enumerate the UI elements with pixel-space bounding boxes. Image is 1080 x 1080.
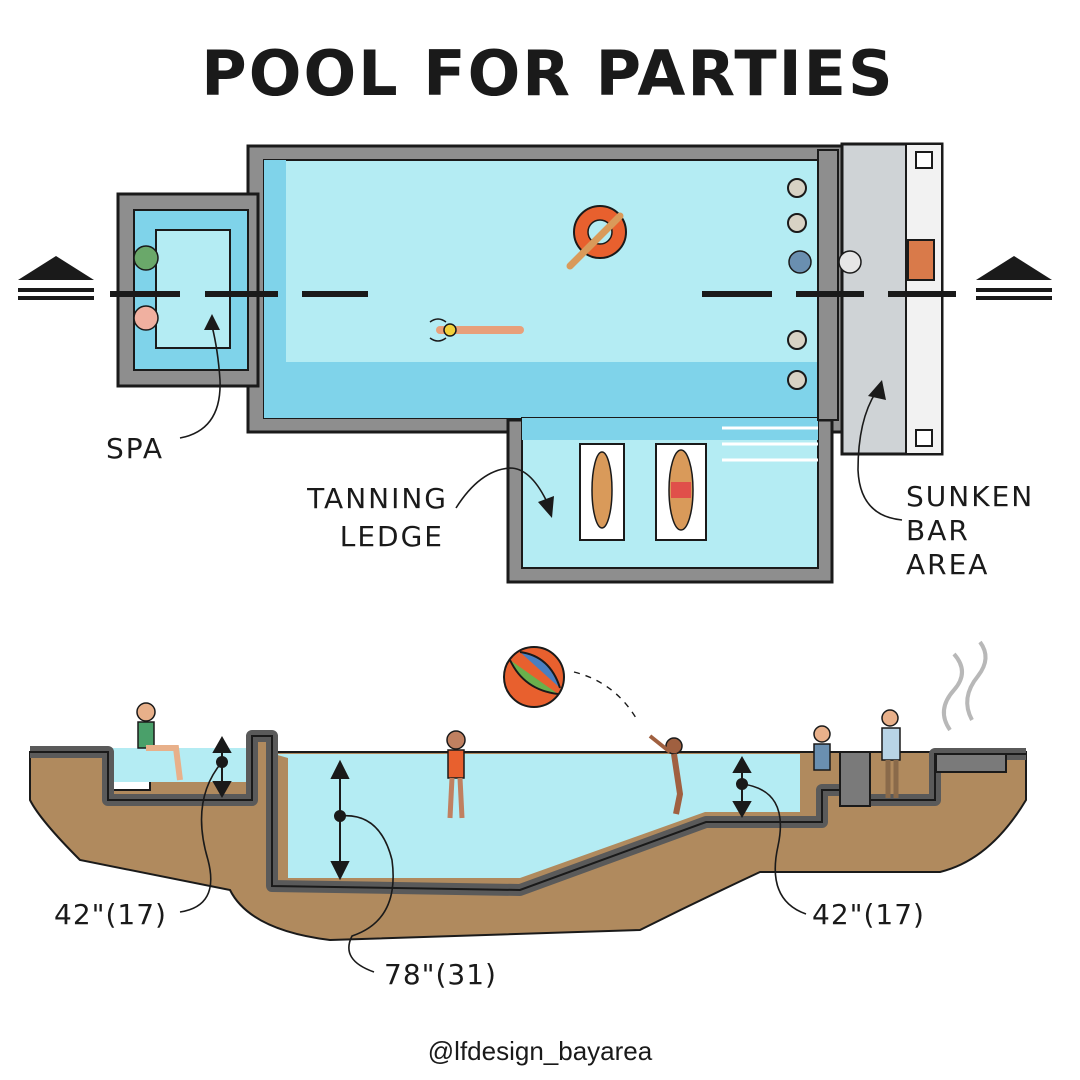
pool-standing-person [446, 730, 466, 819]
spa-depth-leader [179, 761, 223, 913]
plan-view: SPA TANNING LEDGE SUNKEN BAR AREA [18, 142, 1052, 584]
bar-counter [905, 143, 943, 455]
main-pool-shade-left [264, 160, 286, 418]
tanning-ledge-label-1: TANNING [306, 482, 448, 515]
spa-label: SPA [106, 432, 164, 465]
diagram-title: POOL FOR PARTIES [201, 37, 894, 110]
credit-handle: @lfdesign_bayarea [428, 1036, 653, 1066]
bar-box-top [915, 151, 933, 169]
swimmer [429, 318, 524, 342]
tanning-leader [455, 467, 547, 509]
tanning-loungers [579, 443, 707, 541]
bar-grill-icon [907, 239, 935, 281]
spa-sitting-person [136, 702, 183, 781]
sunken-bar-label-1: SUNKEN [906, 480, 1034, 513]
spa-person-top [133, 245, 159, 271]
spa-leader [179, 325, 221, 439]
sunken-bar-label-3: AREA [906, 548, 989, 581]
bar-box-bottom [915, 429, 933, 447]
tanning-arrowhead-icon [538, 496, 554, 518]
spa-arrowhead-icon [204, 314, 220, 330]
bartender [838, 250, 862, 274]
bar-leader [857, 391, 903, 521]
section-marker-right-icon [976, 256, 1052, 300]
tanning-ledge-label-2: LEDGE [340, 520, 444, 553]
bar-stools [787, 178, 807, 390]
bartender-standing [881, 709, 901, 798]
section-grill [935, 753, 1007, 773]
bar-arrowhead-icon [868, 380, 886, 400]
section-view: 42"(17) 78"(31) 42"(17) [29, 640, 1027, 991]
bar-person [788, 250, 812, 274]
deep-depth-label: 78"(31) [384, 958, 497, 991]
spa-bench [155, 229, 231, 349]
grill-smoke-icon [942, 640, 988, 732]
sunbather-left [591, 451, 613, 529]
bar-seated-person [813, 725, 831, 771]
ball-throwing-person [648, 734, 684, 815]
bar-wall [817, 149, 839, 421]
spa-person-bottom [133, 305, 159, 331]
pool-shell-outline [30, 735, 1026, 892]
section-bar-counter [839, 751, 871, 807]
bar-depth-label: 42"(17) [812, 898, 925, 931]
tanning-ledge-shade [522, 418, 818, 440]
section-water [274, 754, 800, 878]
deep-depth-leader [339, 814, 394, 973]
bar-depth-leader [741, 783, 807, 915]
section-marker-left-icon [18, 256, 94, 300]
pool-steps [722, 426, 818, 462]
beach-ball-icon [503, 646, 565, 708]
ball-trajectory [573, 671, 637, 719]
floating-person [566, 212, 624, 270]
spa-depth-label: 42"(17) [54, 898, 167, 931]
main-pool-shade-band [264, 362, 820, 418]
sunbather-right-shorts [671, 482, 691, 498]
sunken-bar-label-2: BAR [906, 514, 970, 547]
